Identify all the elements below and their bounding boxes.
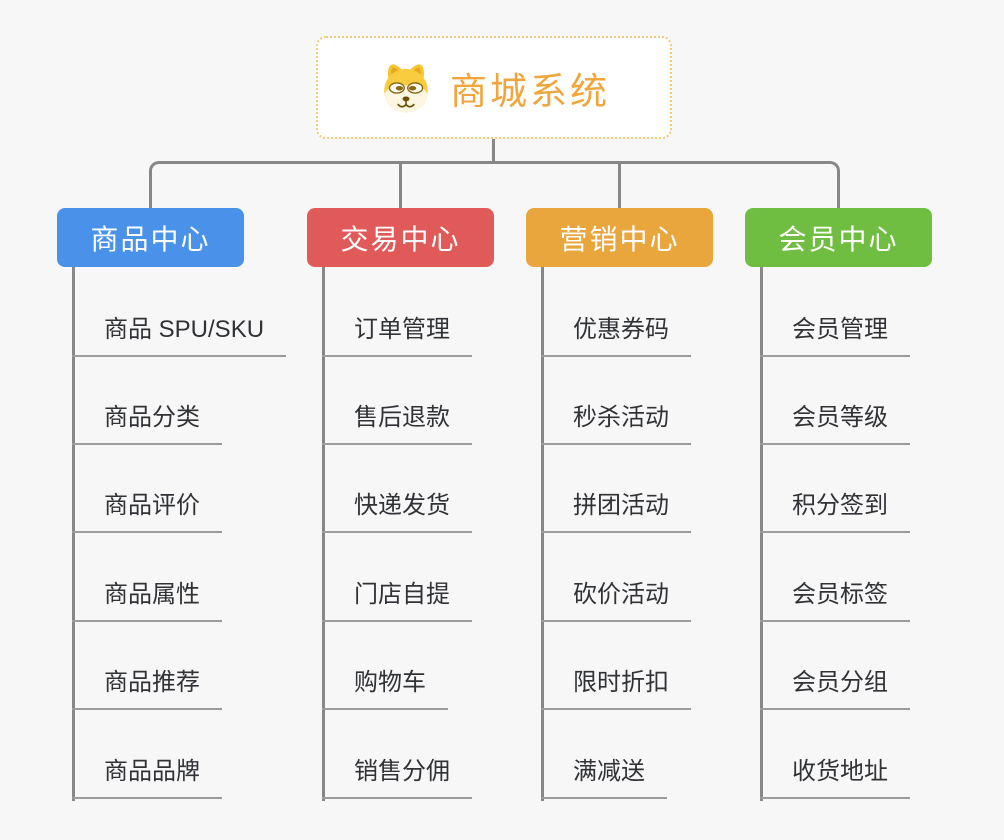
branch-node-product-center[interactable]: 商品中心: [57, 208, 244, 267]
branch-trunk-line: [72, 267, 75, 801]
branch-label: 交易中心: [340, 223, 461, 255]
leaf-node[interactable]: 砍价活动: [541, 576, 691, 622]
leaf-node[interactable]: 限时折扣: [541, 664, 691, 710]
branch-node-trade-center[interactable]: 交易中心: [307, 208, 494, 267]
branch-label: 会员中心: [778, 223, 899, 255]
leaf-node[interactable]: 会员管理: [760, 311, 910, 357]
leaf-node[interactable]: 商品推荐: [72, 664, 222, 710]
leaf-node[interactable]: 订单管理: [322, 311, 472, 357]
leaf-node[interactable]: 积分签到: [760, 487, 910, 533]
branch-drop-line: [618, 161, 621, 210]
root-node[interactable]: 商城系统: [316, 36, 672, 139]
branch-trunk-line: [760, 267, 763, 801]
branch-trunk-line: [322, 267, 325, 801]
root-title: 商城系统: [450, 70, 610, 112]
branch-drop-line: [399, 161, 402, 210]
branch-bracket-line: [149, 161, 840, 209]
leaf-node[interactable]: 会员分组: [760, 664, 910, 710]
leaf-node[interactable]: 商品评价: [72, 487, 222, 533]
dog-face-icon: [384, 63, 428, 112]
leaf-node[interactable]: 会员标签: [760, 576, 910, 622]
leaf-node[interactable]: 商品 SPU/SKU: [72, 311, 287, 357]
branch-node-marketing-center[interactable]: 营销中心: [526, 208, 713, 267]
leaf-node[interactable]: 购物车: [322, 664, 448, 710]
leaf-node[interactable]: 商品品牌: [72, 753, 222, 799]
leaf-node[interactable]: 门店自提: [322, 576, 472, 622]
branch-trunk-line: [541, 267, 544, 801]
leaf-node[interactable]: 会员等级: [760, 399, 910, 445]
leaf-node[interactable]: 拼团活动: [541, 487, 691, 533]
branch-node-member-center[interactable]: 会员中心: [745, 208, 932, 267]
leaf-node[interactable]: 销售分佣: [322, 753, 472, 799]
branch-label: 营销中心: [559, 223, 680, 255]
leaf-node[interactable]: 优惠券码: [541, 311, 691, 357]
leaf-node[interactable]: 秒杀活动: [541, 399, 691, 445]
leaf-node[interactable]: 满减送: [541, 753, 667, 799]
leaf-node[interactable]: 快递发货: [322, 487, 472, 533]
root-connector-line: [492, 138, 495, 162]
leaf-node[interactable]: 收货地址: [760, 753, 910, 799]
branch-label: 商品中心: [90, 223, 211, 255]
leaf-node[interactable]: 商品分类: [72, 399, 222, 445]
leaf-node[interactable]: 售后退款: [322, 399, 472, 445]
leaf-node[interactable]: 商品属性: [72, 576, 222, 622]
